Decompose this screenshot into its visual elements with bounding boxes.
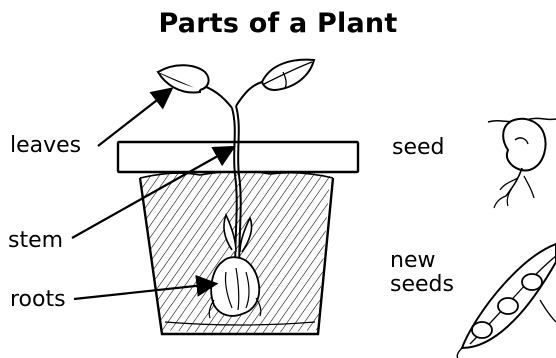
label-new-seeds-line1: new bbox=[390, 249, 454, 273]
label-new-seeds: new seeds bbox=[390, 249, 454, 297]
seed-pod-drawing bbox=[457, 244, 556, 358]
label-roots: roots bbox=[10, 288, 66, 312]
seed-drawing bbox=[488, 118, 556, 208]
leaves-arrow bbox=[98, 90, 170, 146]
label-new-seeds-line2: seeds bbox=[390, 273, 454, 297]
label-seed: seed bbox=[392, 136, 445, 160]
roots-shape bbox=[211, 257, 259, 316]
label-stem: stem bbox=[8, 229, 63, 253]
diagram-title: Parts of a Plant bbox=[0, 8, 556, 39]
label-leaves: leaves bbox=[10, 134, 81, 158]
